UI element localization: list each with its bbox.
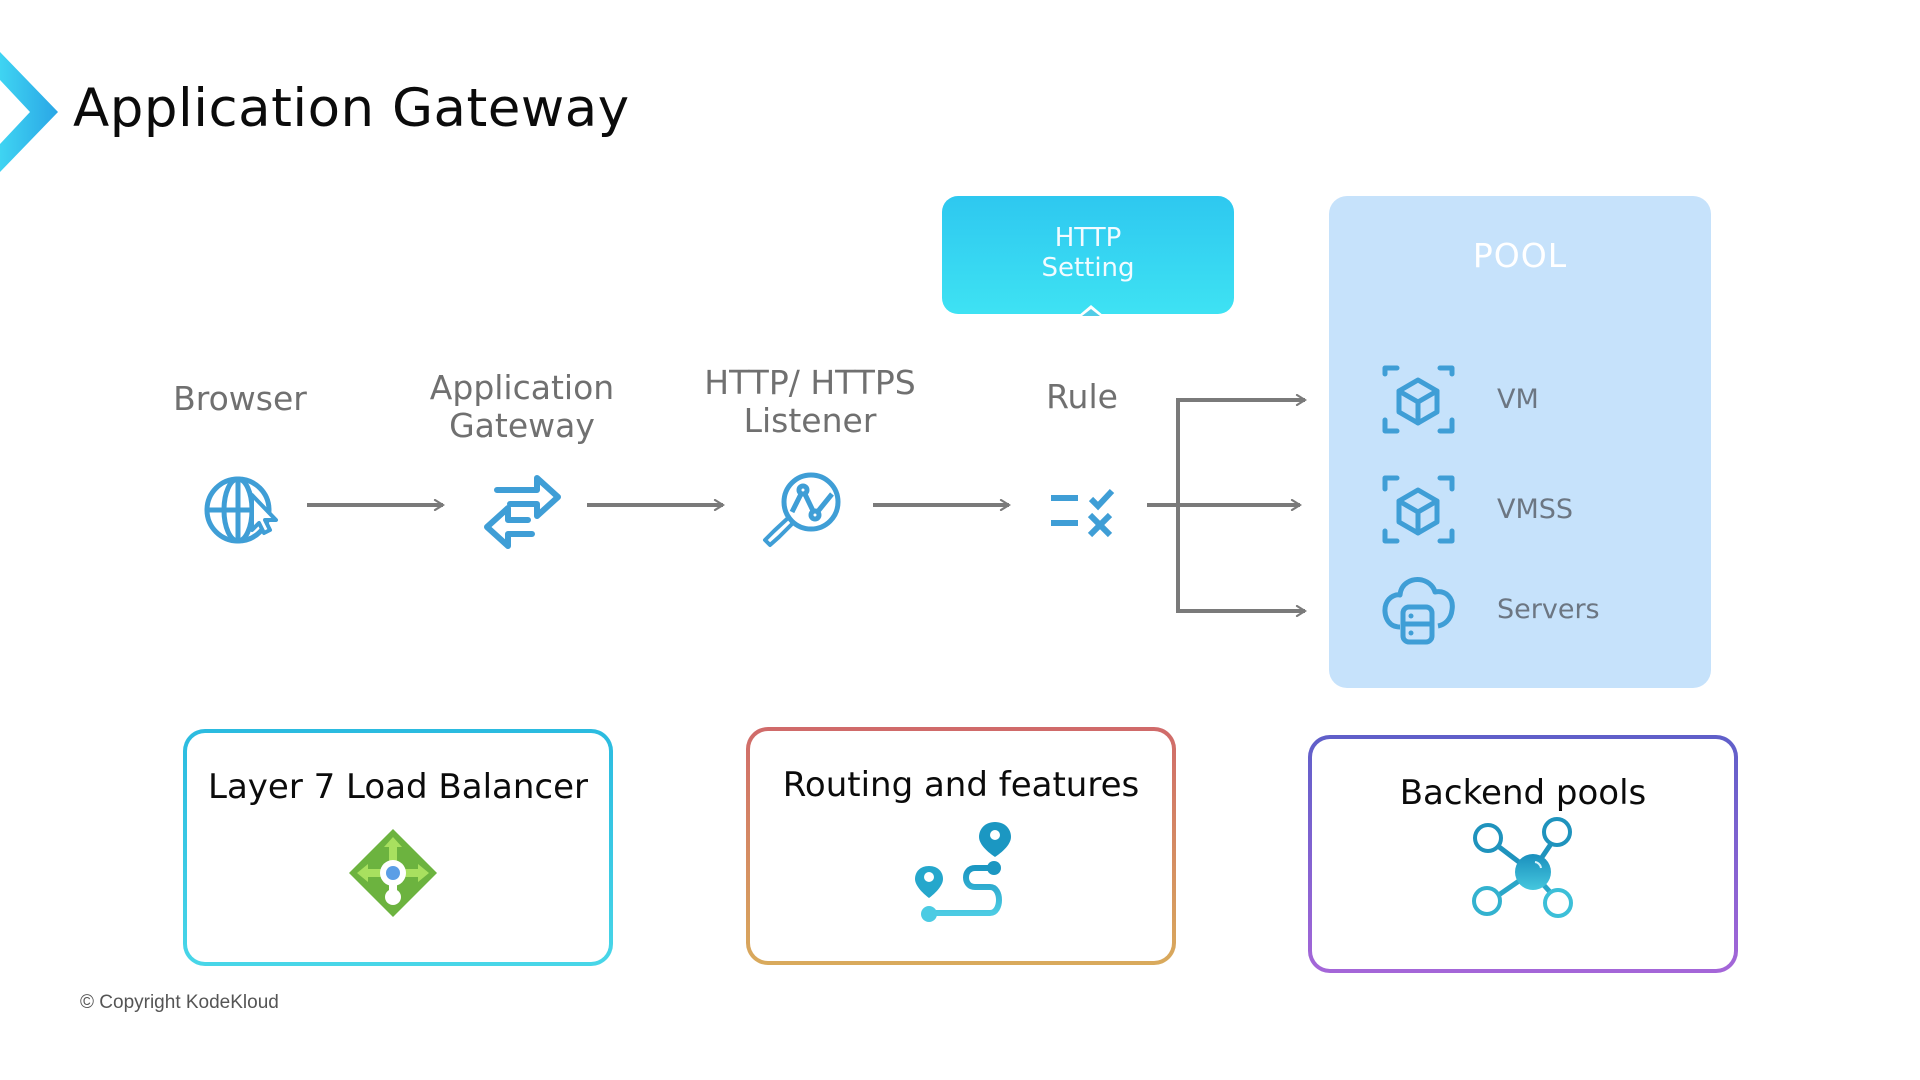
callout-notch-inner xyxy=(1082,309,1100,316)
step-label-line: Browser xyxy=(173,379,307,418)
step-label-line: Gateway xyxy=(449,406,595,445)
card-title: Routing and features xyxy=(782,765,1140,805)
step-label-rule: Rule xyxy=(1022,378,1142,416)
cloud-server-icon xyxy=(1382,577,1455,645)
check-cross-list-icon xyxy=(1051,488,1115,538)
page-title: Application Gateway xyxy=(73,78,630,139)
vm-scale-set-cube-icon xyxy=(1382,475,1455,544)
bidirectional-arrows-icon xyxy=(484,475,561,549)
step-label-line: HTTP/ HTTPS xyxy=(704,363,916,402)
step-label-browser: Browser xyxy=(160,380,320,418)
card-backend-pools: Backend pools xyxy=(1308,735,1738,973)
card-routing-and-features: Routing and features xyxy=(746,727,1176,965)
copyright-text: © Copyright KodeKloud xyxy=(80,992,279,1013)
step-label-listener: HTTP/ HTTPS Listener xyxy=(680,364,940,440)
http-setting-box: HTTP Setting xyxy=(942,196,1234,316)
card-title: Layer 7 Load Balancer xyxy=(208,767,588,807)
globe-cursor-icon xyxy=(204,476,278,544)
card-title: Backend pools xyxy=(1399,773,1647,813)
pool-title: POOL xyxy=(1472,236,1568,275)
step-label-application-gateway: Application Gateway xyxy=(412,369,632,445)
magnifier-chart-icon xyxy=(763,472,841,547)
pool-box: POOL xyxy=(1329,196,1711,688)
http-setting-line1: HTTP xyxy=(1054,223,1122,253)
step-label-line: Rule xyxy=(1046,377,1118,416)
pool-item-servers: Servers xyxy=(1497,594,1600,625)
pool-item-vm: VM xyxy=(1497,384,1539,415)
pool-item-vmss: VMSS xyxy=(1497,494,1574,525)
arrow-rule-to-pool-fanout xyxy=(1147,400,1305,611)
card-layer7-load-balancer: Layer 7 Load Balancer xyxy=(183,729,613,966)
chevron-logo-icon xyxy=(0,52,58,172)
http-setting-line2: Setting xyxy=(1041,253,1135,283)
step-label-line: Listener xyxy=(743,401,877,440)
step-label-line: Application xyxy=(429,368,615,407)
virtual-machine-cube-icon xyxy=(1382,365,1455,434)
